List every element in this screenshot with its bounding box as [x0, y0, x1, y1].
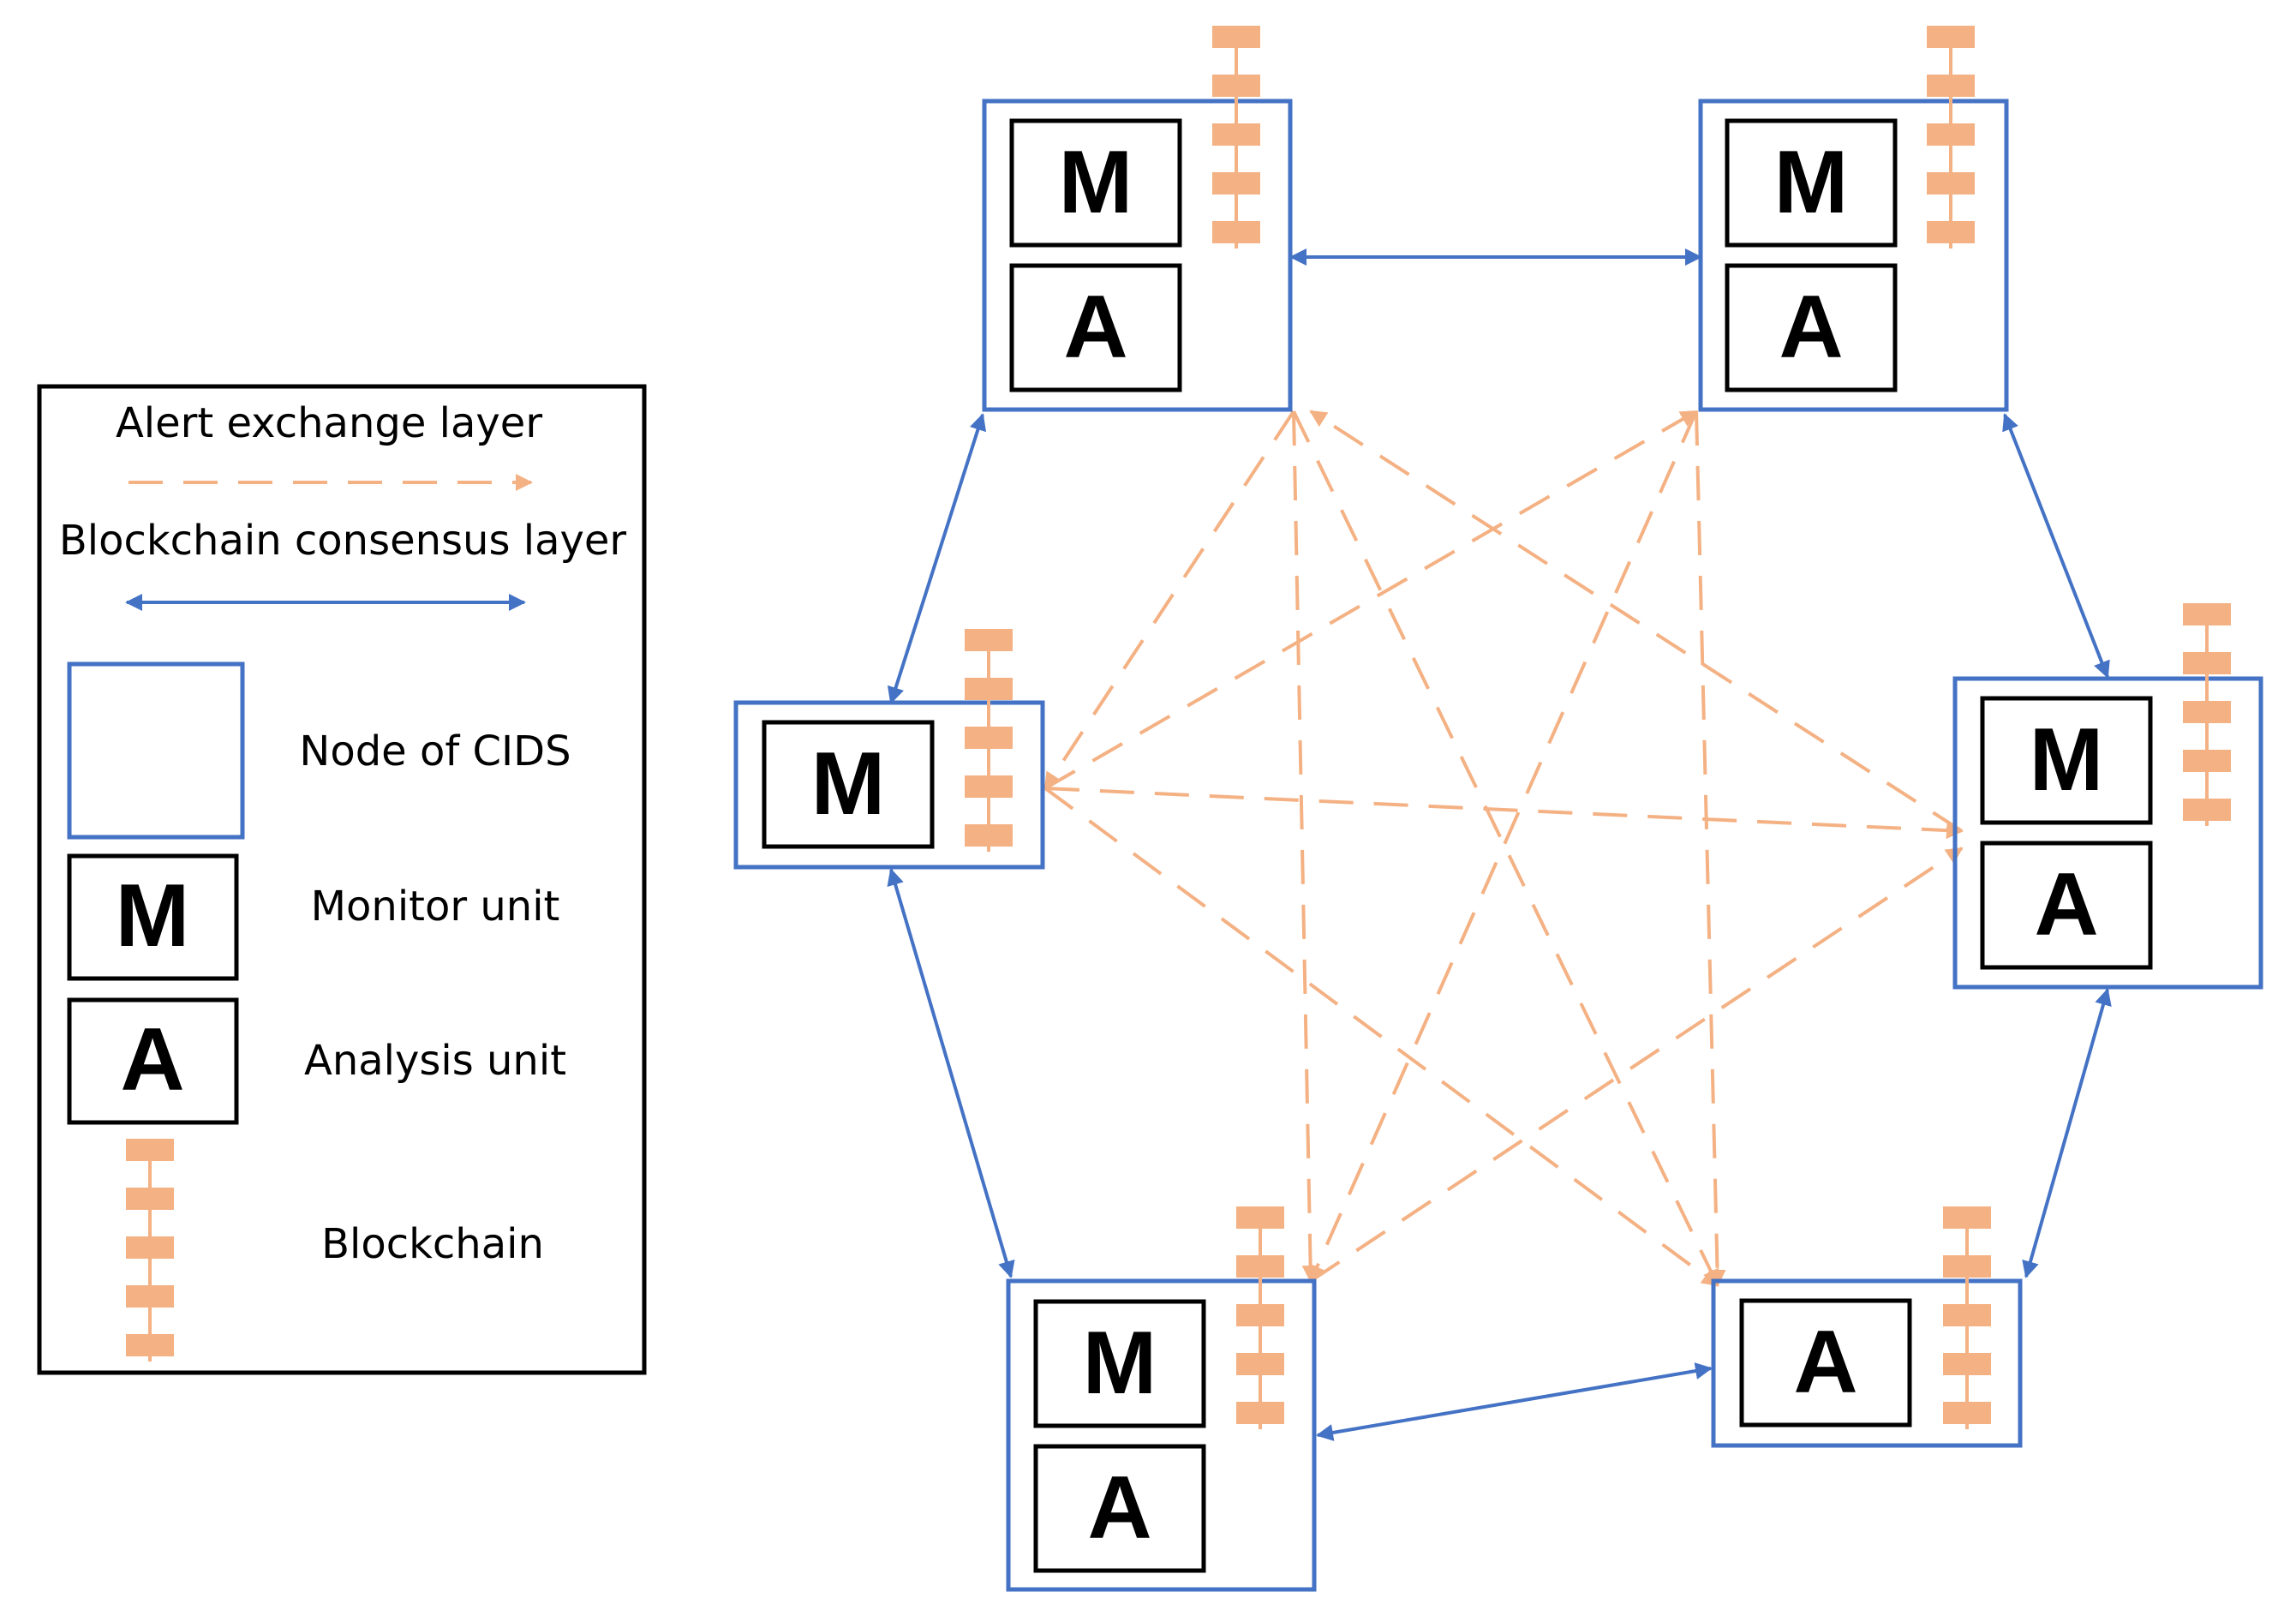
analysis-unit	[1033, 1444, 1206, 1573]
monitor-unit	[1009, 118, 1182, 248]
analysis-unit	[1725, 263, 1898, 392]
analysis-unit-letter: A	[1779, 278, 1843, 377]
legend-frame	[37, 384, 647, 1375]
legend-monitor-label: Monitor unit	[311, 883, 560, 931]
blockchain-icon	[1211, 24, 1262, 250]
monitor-unit	[1725, 118, 1898, 248]
analysis-unit-letter: A	[1063, 278, 1127, 377]
analysis-unit-letter: A	[1793, 1313, 1857, 1412]
analysis-unit-letter: A	[1087, 1458, 1151, 1558]
cids-node-bottom-right: A	[1711, 1205, 2023, 1448]
monitor-unit	[1033, 1299, 1206, 1428]
alert-arrow	[1292, 410, 1319, 1283]
monitor-unit	[762, 720, 935, 849]
legend-monitor-swatch	[67, 853, 239, 981]
node-frame	[1698, 99, 2009, 412]
monitor-unit-letter: M	[2030, 710, 2104, 810]
node-frame	[1006, 1278, 1317, 1592]
alert-arrow	[1309, 410, 1698, 1283]
legend-blockchain-icon	[124, 1137, 176, 1363]
node-frame	[1952, 676, 2263, 990]
blockchain-icon	[2181, 602, 2233, 828]
legend-analysis-letter: A	[120, 1010, 184, 1110]
consensus-arrow	[887, 413, 987, 704]
legend-node-label: Node of CIDS	[299, 727, 571, 775]
node-frame	[982, 99, 1293, 412]
analysis-unit	[1009, 263, 1182, 392]
alert-arrow	[1309, 847, 1964, 1283]
monitor-unit	[1980, 696, 2153, 825]
legend-blockchain-layer-label: Blockchain consensus layer	[59, 517, 627, 565]
blockchain-icon	[963, 627, 1014, 853]
legend: Alert exchange layer Blockchain consensu…	[37, 384, 647, 1375]
alert-arrow	[1309, 410, 1964, 833]
alert-exchange-arrows	[1043, 410, 1964, 1287]
blockchain-icon	[1941, 1205, 1993, 1431]
blockchain-icon	[1235, 1205, 1286, 1431]
cids-node-top-left: M A	[982, 24, 1293, 412]
analysis-unit-letter: A	[2034, 855, 2098, 955]
analysis-unit	[1739, 1298, 1912, 1427]
consensus-arrow	[887, 868, 1015, 1278]
alert-arrow	[1695, 410, 1726, 1287]
node-frame	[1711, 1278, 2023, 1448]
node-frame	[733, 700, 1045, 870]
monitor-unit-letter: M	[1083, 1314, 1157, 1413]
blockchain-icon	[1925, 24, 1976, 250]
legend-analysis-label: Analysis unit	[304, 1037, 566, 1085]
consensus-arrow	[2022, 988, 2112, 1278]
legend-analysis-swatch	[67, 997, 239, 1125]
consensus-arrow	[2002, 413, 2110, 679]
legend-alert-label: Alert exchange layer	[116, 399, 542, 447]
consensus-arrow	[1316, 1362, 1713, 1441]
alert-arrow	[1043, 410, 1698, 790]
alert-arrow	[1043, 787, 1719, 1287]
cids-node-bottom-left: M A	[1006, 1205, 1317, 1592]
monitor-unit-letter: M	[1059, 133, 1133, 232]
alert-arrow	[1044, 787, 1964, 840]
cids-node-middle-left: M	[733, 627, 1045, 870]
monitor-unit-letter: M	[811, 734, 886, 834]
blockchain-consensus-arrows	[887, 248, 2112, 1441]
monitor-unit-letter: M	[1774, 133, 1849, 232]
alert-arrow	[1292, 410, 1719, 1287]
alert-arrow	[1043, 410, 1295, 790]
cids-node-top-right: M A	[1698, 24, 2009, 412]
analysis-unit	[1980, 841, 2153, 970]
legend-node-swatch	[67, 661, 245, 840]
legend-blockchain-label: Blockchain	[321, 1220, 544, 1268]
cids-node-middle-right: M A	[1952, 602, 2263, 990]
legend-monitor-letter: M	[116, 866, 190, 966]
